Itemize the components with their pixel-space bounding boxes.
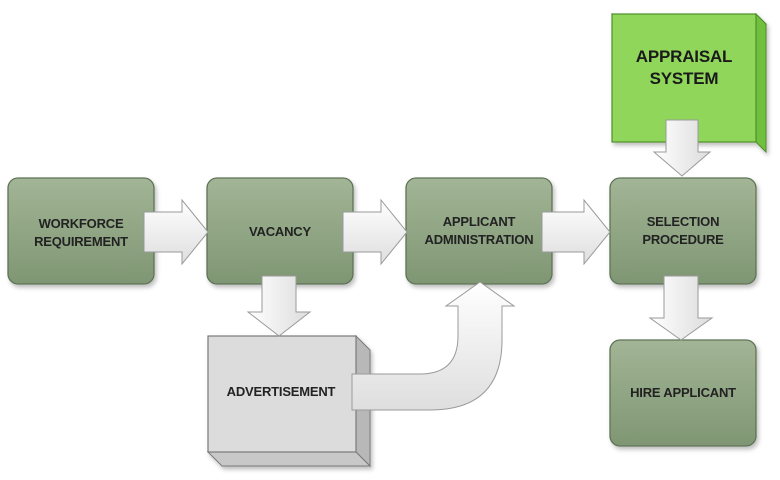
selection-label-line1: SELECTION [647,214,720,229]
arrow-vacancy-to-applicant-admin [342,198,408,266]
arrow-advertisement-to-applicant-admin [351,281,516,411]
vacancy-label: VACANCY [249,224,311,239]
arrow-selection-to-hire [648,275,714,341]
hire-applicant-label: HIRE APPLICANT [630,385,736,400]
arrow-applicant-admin-to-selection [541,198,611,266]
advertisement-bottom-face [206,451,372,467]
appraisal-side-face [755,12,767,154]
arrow-vacancy-to-advertisement [246,275,312,337]
advertisement-label: ADVERTISEMENT [227,384,336,399]
workforce-requirement-box [7,177,155,285]
applicant-administration-box [405,177,553,285]
workforce-label-line1: WORKFORCE [39,216,124,231]
advertisement-block [206,334,372,468]
applicant-admin-label-line1: APPLICANT [443,214,516,229]
hire-applicant-box [609,339,757,447]
advertisement-front-face [207,335,357,453]
appraisal-label-line1: APPRAISAL [636,47,732,66]
selection-procedure-box [609,177,757,285]
applicant-admin-label-line2: ADMINISTRATION [425,232,534,247]
appraisal-label-line2: SYSTEM [650,69,719,88]
selection-label-line2: PROCEDURE [642,232,724,247]
arrow-workforce-to-vacancy [143,198,209,266]
arrow-appraisal-to-selection [652,119,712,177]
workforce-label-line2: REQUIREMENT [34,234,128,249]
